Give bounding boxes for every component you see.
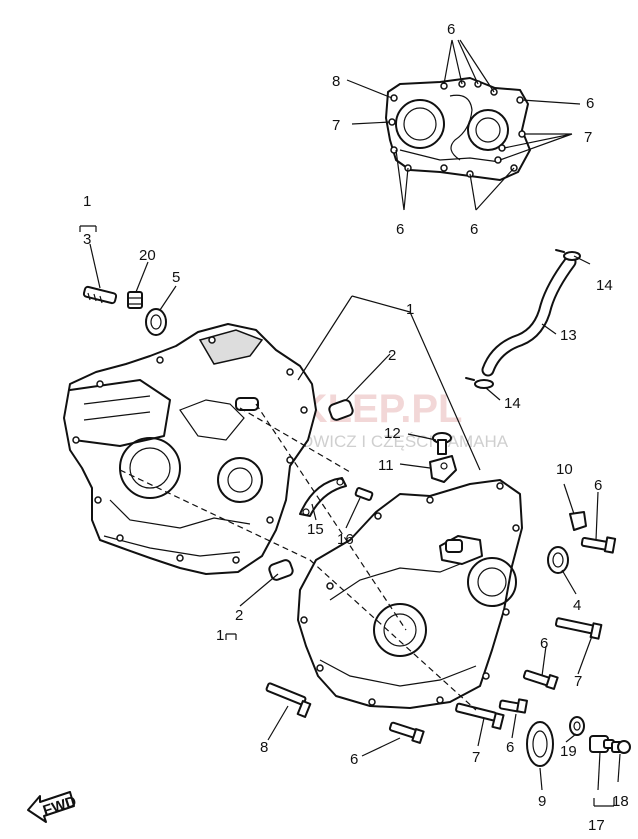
callout-8: 8 [260,739,268,756]
callout-2: 2 [235,607,243,624]
callout-13: 13 [560,327,577,344]
fwd-arrow-icon: FWD [27,791,79,823]
dowel-pin-lower [268,559,294,581]
callout-6: 6 [540,635,548,652]
bolt-6-right-upper [580,536,617,554]
stopper-plate-15 [299,477,347,517]
left-crankcase-half [63,323,317,575]
callout-7: 7 [584,129,592,146]
callout-4: 4 [573,597,581,614]
callout-16: 16 [337,531,354,548]
bracket-11 [429,455,457,483]
callout-2: 2 [388,347,396,364]
callout-14: 14 [504,395,521,412]
clamp-10 [569,511,587,531]
callout-14: 14 [596,277,613,294]
callout-7: 7 [332,117,340,134]
callout-15: 15 [307,521,324,538]
bolt-7-right [554,617,603,640]
drain-plug-17 [589,735,615,753]
oil-seal-5 [145,308,167,336]
callout-6: 6 [447,21,455,38]
bolt-18 [611,740,631,754]
oil-seal-9 [526,721,554,767]
callout-6: 6 [350,751,358,768]
callout-9: 9 [538,793,546,810]
callout-6: 6 [594,477,602,494]
callout-18: 18 [612,793,629,810]
bolt-6-right-mid [522,669,559,690]
screw-12 [432,432,452,455]
callout-7: 7 [574,673,582,690]
bolt-7-lower [455,702,505,730]
callout-8: 8 [332,73,340,90]
callout-10: 10 [556,461,573,478]
watermark-tagline: OWICZ I CZĘŚCI YAMAHA [300,432,509,451]
hose-clip-upper [555,249,581,261]
bolt-6-lower-left [388,721,425,744]
inset-crankcase-view [346,39,581,211]
callout-3: 3 [83,231,91,248]
callout-1: 1 [83,193,91,210]
screw-16 [354,487,374,501]
stud-part [82,285,118,305]
washer-19 [569,716,585,736]
callout-6: 6 [506,739,514,756]
callout-6: 6 [586,95,594,112]
oil-seal-4 [547,546,569,574]
callout-20: 20 [139,247,156,264]
callout-11: 11 [378,457,394,474]
hose-clip-lower [465,377,494,389]
leader-lines [79,225,621,807]
breather-hose [481,255,577,377]
callout-5: 5 [172,269,180,286]
bolt-8-lower [265,682,312,718]
callout-19: 19 [560,743,577,760]
callout-1: 1 [406,301,414,318]
callout-1: 1 [216,627,224,644]
plug-part [127,291,143,309]
dowel-pin-upper [328,399,354,421]
fwd-label: FWD [41,793,79,820]
callout-6: 6 [470,221,478,238]
callout-17: 17 [588,817,605,834]
callout-7: 7 [472,749,480,766]
callout-12: 12 [384,425,401,442]
callout-numbers: 6 8 7 6 7 6 6 1 3 20 5 1 2 14 13 14 12 1… [83,21,629,834]
bolt-6-lower-mid [498,698,528,714]
callout-6: 6 [396,221,404,238]
right-crankcase-half [297,479,523,709]
